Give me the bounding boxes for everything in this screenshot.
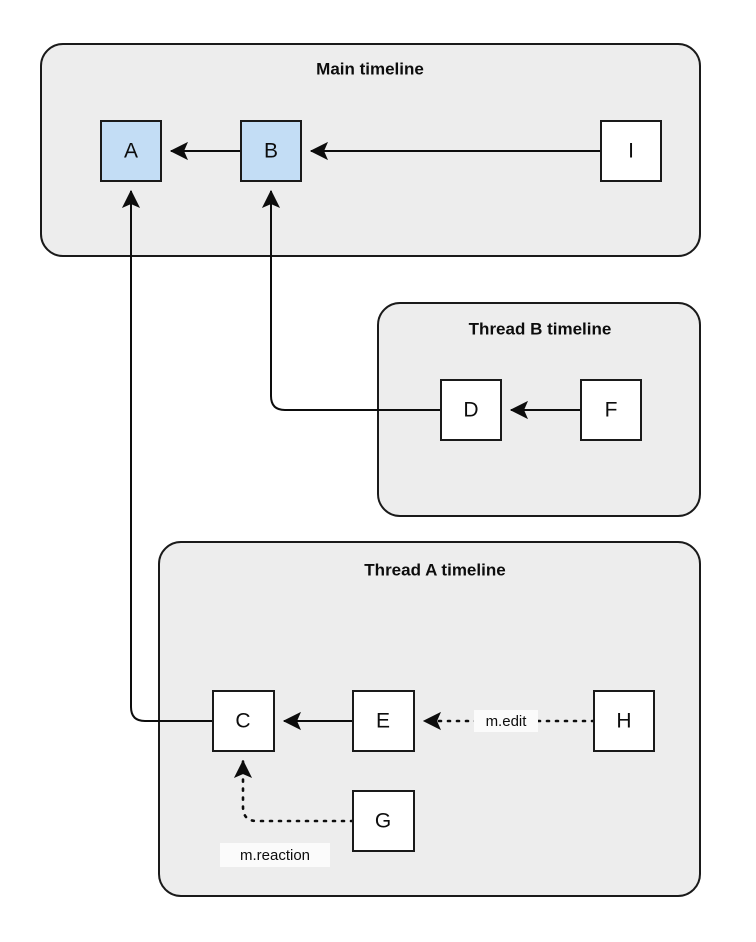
node-D[interactable]: D [440, 379, 502, 441]
arrow-c-to-a [121, 189, 141, 209]
arrow-h-to-e [422, 711, 442, 731]
node-A[interactable]: A [100, 120, 162, 182]
node-label: B [264, 140, 278, 163]
arrowhead-group [121, 141, 529, 779]
node-label: E [376, 710, 390, 733]
node-box[interactable] [100, 120, 162, 182]
container-title: Main timeline [316, 59, 424, 78]
edge-label-h-to-e: m.edit [474, 710, 538, 732]
edge-d-to-b [270, 191, 441, 411]
node-label: I [628, 140, 634, 163]
container-title: Thread B timeline [469, 319, 612, 338]
node-C[interactable]: C [212, 690, 275, 752]
node-box[interactable] [352, 790, 415, 852]
edge-label-background [220, 843, 330, 867]
arrow-i-to-b [309, 141, 329, 161]
node-box[interactable] [600, 120, 662, 182]
node-label: D [463, 399, 478, 422]
node-box[interactable] [352, 690, 415, 752]
arrow-e-to-c [282, 711, 302, 731]
arrow-f-to-d [509, 400, 529, 420]
edge-label-g-to-c: m.reaction [220, 843, 330, 867]
node-box[interactable] [212, 690, 275, 752]
node-label: H [616, 710, 631, 733]
node-label: C [235, 710, 250, 733]
node-label: F [605, 399, 618, 422]
node-box[interactable] [440, 379, 502, 441]
edge-label-background [474, 710, 538, 732]
node-H[interactable]: H [593, 690, 655, 752]
node-I[interactable]: I [600, 120, 662, 182]
node-F[interactable]: F [580, 379, 642, 441]
node-G[interactable]: G [352, 790, 415, 852]
node-box[interactable] [593, 690, 655, 752]
node-box[interactable] [240, 120, 302, 182]
edge-c-to-a [130, 191, 213, 722]
arrow-b-to-a [169, 141, 189, 161]
node-B[interactable]: B [240, 120, 302, 182]
node-group: A B I D F C E G H [100, 120, 662, 852]
edge-label-text: m.edit [486, 713, 528, 730]
edge-label-text: m.reaction [240, 847, 310, 864]
node-box[interactable] [580, 379, 642, 441]
edge-g-to-c [241, 759, 355, 823]
node-label: A [124, 140, 138, 163]
arrow-d-to-b [261, 189, 281, 209]
arrow-g-to-c [233, 759, 253, 779]
node-label: G [375, 810, 391, 833]
node-E[interactable]: E [352, 690, 415, 752]
edge-label-group: m.edit m.reaction [220, 710, 538, 867]
container-title: Thread A timeline [364, 560, 505, 579]
